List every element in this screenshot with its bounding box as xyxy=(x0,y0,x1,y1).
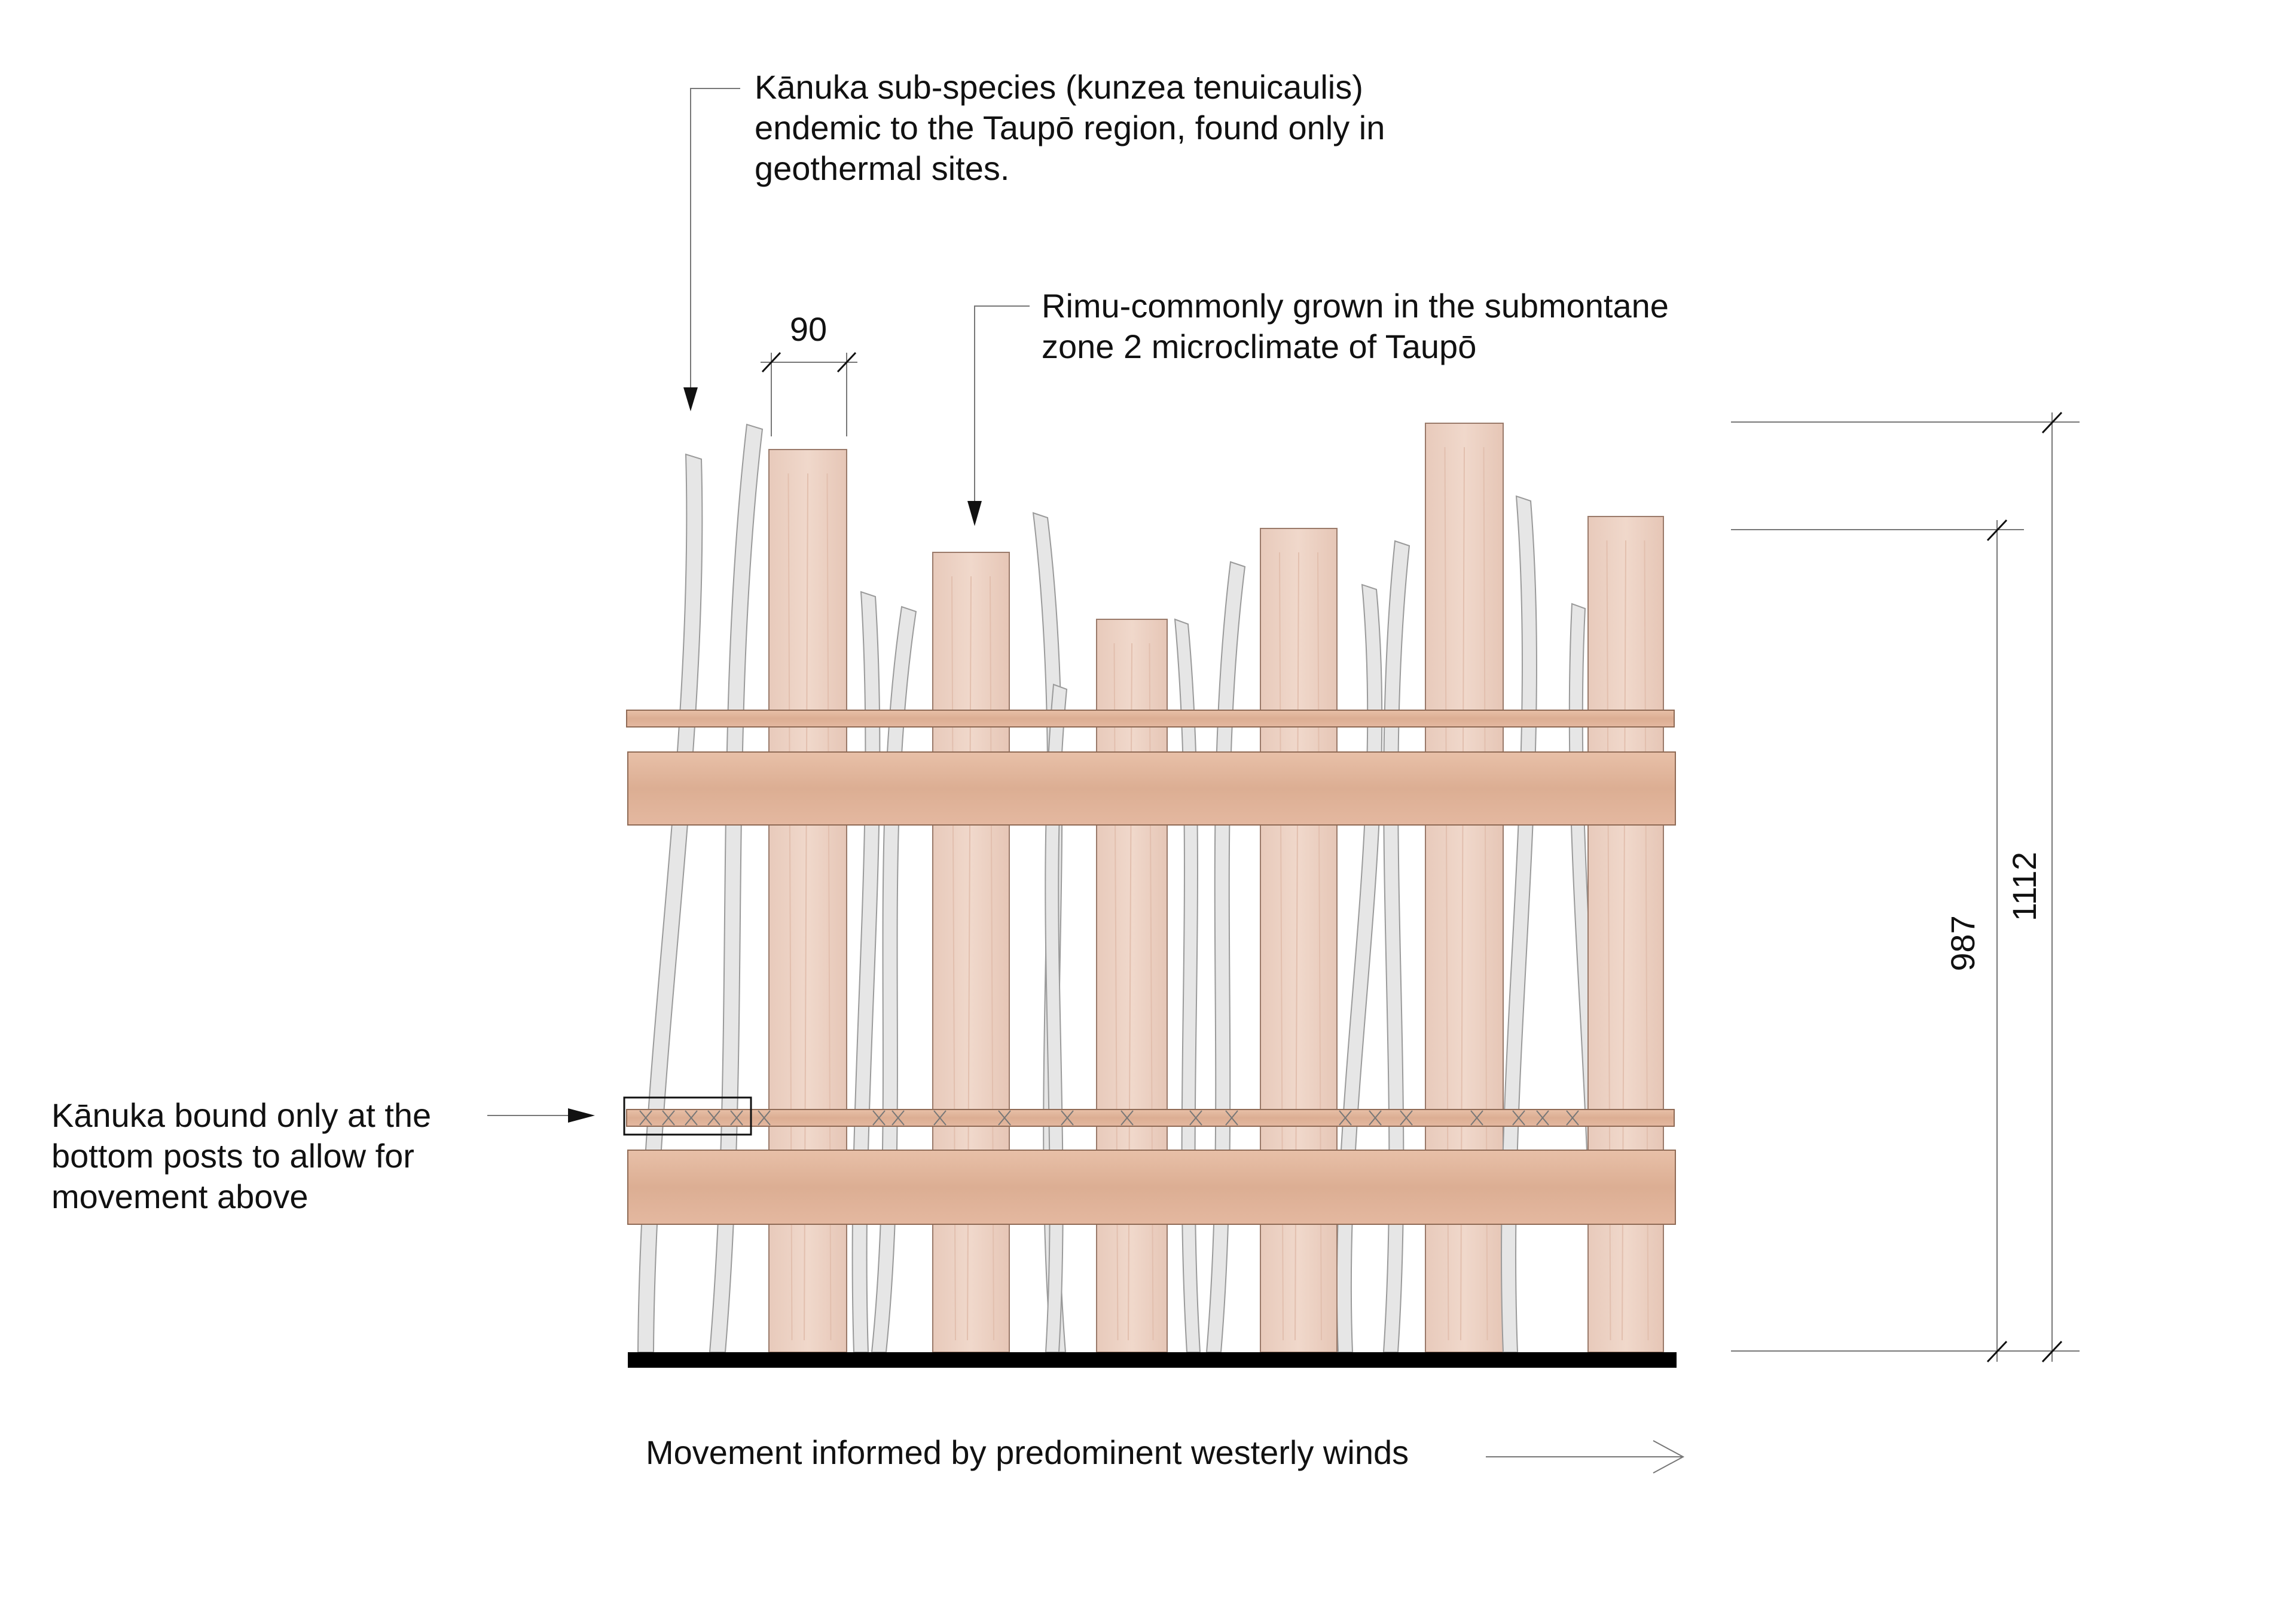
binding-tie-3 xyxy=(685,1110,698,1126)
kanuka-bound-line-3: movement above xyxy=(51,1178,309,1215)
binding-tie-16 xyxy=(1369,1110,1382,1126)
kanuka-stick-10 xyxy=(1382,540,1410,1353)
binding-detail-box xyxy=(623,1096,752,1136)
binding-tie-8 xyxy=(891,1110,905,1126)
binding-tie-1 xyxy=(639,1110,652,1126)
binding-tie-7 xyxy=(872,1110,886,1126)
kanuka-species-line-2: endemic to the Taupō region, found only … xyxy=(755,109,1385,146)
kanuka-species-annotation: Kānuka sub-species (kunzea tenuicaulis) … xyxy=(755,67,1385,189)
kanuka-stick-3 xyxy=(851,591,881,1353)
binding-tie-11 xyxy=(1061,1110,1074,1126)
total-height-dimension xyxy=(1731,411,2080,1363)
kanuka-bound-line-2: bottom posts to allow for xyxy=(51,1137,414,1175)
binding-tie-17 xyxy=(1400,1110,1413,1126)
kanuka-species-leader xyxy=(683,88,740,411)
inner-height-value: 987 xyxy=(1944,915,1981,971)
binding-tie-20 xyxy=(1536,1110,1549,1126)
binding-tie-13 xyxy=(1189,1110,1202,1126)
wide-upper-rail xyxy=(627,751,1676,826)
binding-tie-9 xyxy=(933,1110,947,1126)
kanuka-species-line-3: geothermal sites. xyxy=(755,149,1010,187)
binding-tie-2 xyxy=(662,1110,675,1126)
binding-tie-6 xyxy=(758,1110,771,1126)
binding-tie-5 xyxy=(730,1110,743,1126)
post-width-dimension xyxy=(761,352,857,436)
thin-upper-rail xyxy=(626,710,1675,728)
rimu-line-2: zone 2 microclimate of Taupō xyxy=(1042,328,1477,365)
inner-height-dimension xyxy=(1731,519,2024,1363)
kanuka-bound-annotation: Kānuka bound only at the bottom posts to… xyxy=(51,1095,431,1217)
post-width-value: 90 xyxy=(790,310,827,348)
kanuka-bound-line-1: Kānuka bound only at the xyxy=(51,1096,432,1134)
binding-tie-19 xyxy=(1512,1110,1525,1126)
kanuka-stick-8 xyxy=(1205,561,1246,1353)
rimu-leader xyxy=(967,305,1030,526)
ground-line xyxy=(628,1352,1677,1368)
wind-direction-arrow xyxy=(1486,1440,1685,1474)
total-height-value: 1112 xyxy=(2005,852,2043,921)
kanuka-species-line-1: Kānuka sub-species (kunzea tenuicaulis) xyxy=(755,68,1363,106)
binding-tie-10 xyxy=(998,1110,1011,1126)
binding-tie-15 xyxy=(1339,1110,1352,1126)
kanuka-bound-leader xyxy=(487,1108,595,1123)
binding-rail xyxy=(626,1109,1675,1127)
binding-ties xyxy=(639,1110,1579,1126)
binding-tie-18 xyxy=(1470,1110,1483,1126)
binding-tie-4 xyxy=(707,1110,720,1126)
wide-lower-rail xyxy=(627,1150,1676,1225)
kanuka-stick-7 xyxy=(1174,618,1201,1353)
binding-tie-12 xyxy=(1120,1110,1134,1126)
rimu-annotation: Rimu-commonly grown in the submontane zo… xyxy=(1042,286,1669,367)
binding-tie-21 xyxy=(1566,1110,1579,1126)
binding-tie-14 xyxy=(1225,1110,1238,1126)
wind-annotation: Movement informed by predominent westerl… xyxy=(646,1434,1409,1471)
kanuka-stick-9 xyxy=(1336,583,1383,1353)
rimu-line-1: Rimu-commonly grown in the submontane xyxy=(1042,287,1669,325)
